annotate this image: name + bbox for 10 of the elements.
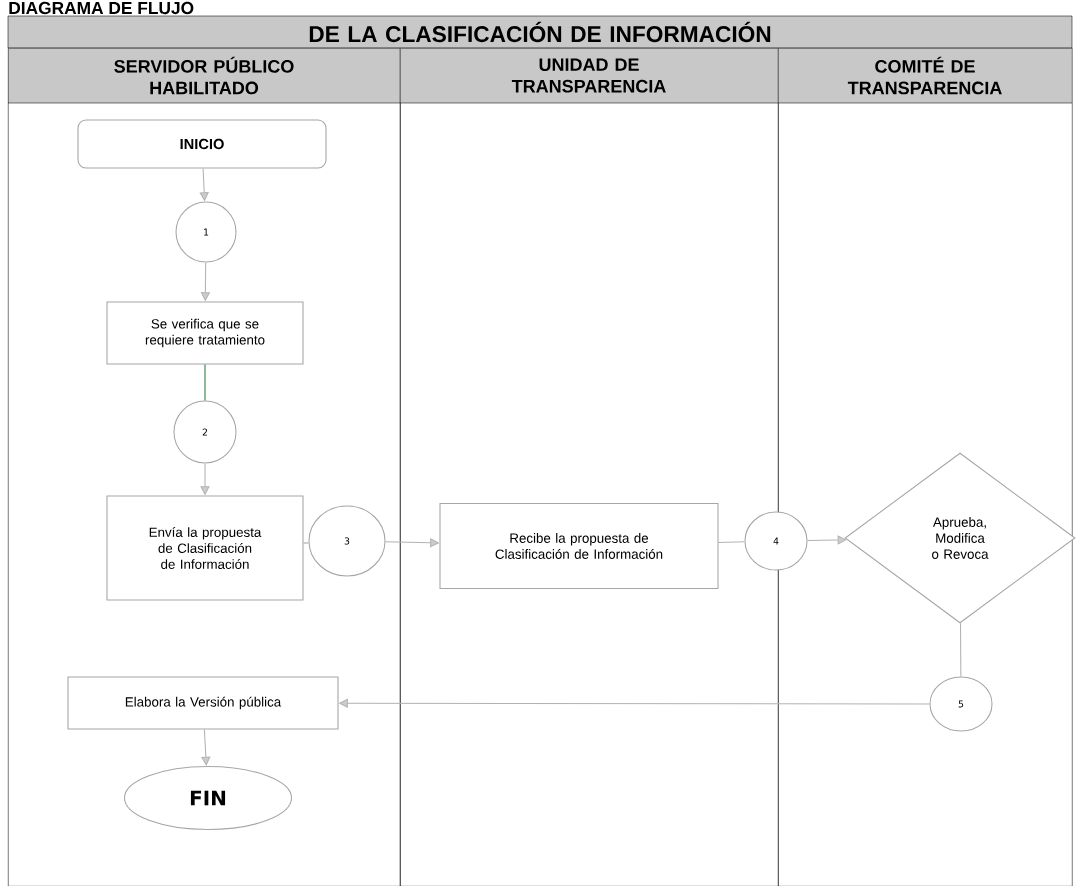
arrow <box>807 535 847 545</box>
process-box: Envía la propuesta de Clasificación de Información <box>106 495 304 601</box>
page-title: DIAGRAMA DE FLUJO <box>9 1 194 15</box>
start-terminal: INICIO <box>77 119 327 169</box>
process-box: Elabora la Versión pública <box>67 676 339 730</box>
node-label: Aprueba, Modifica o Revoca <box>932 517 989 559</box>
process-box: Se verifica que se requiere tratamiento <box>106 301 304 365</box>
process-box: Recibe la propuesta de Clasificación de Información <box>439 502 719 590</box>
end-terminal: FIN <box>123 765 293 831</box>
arrow <box>201 729 211 766</box>
